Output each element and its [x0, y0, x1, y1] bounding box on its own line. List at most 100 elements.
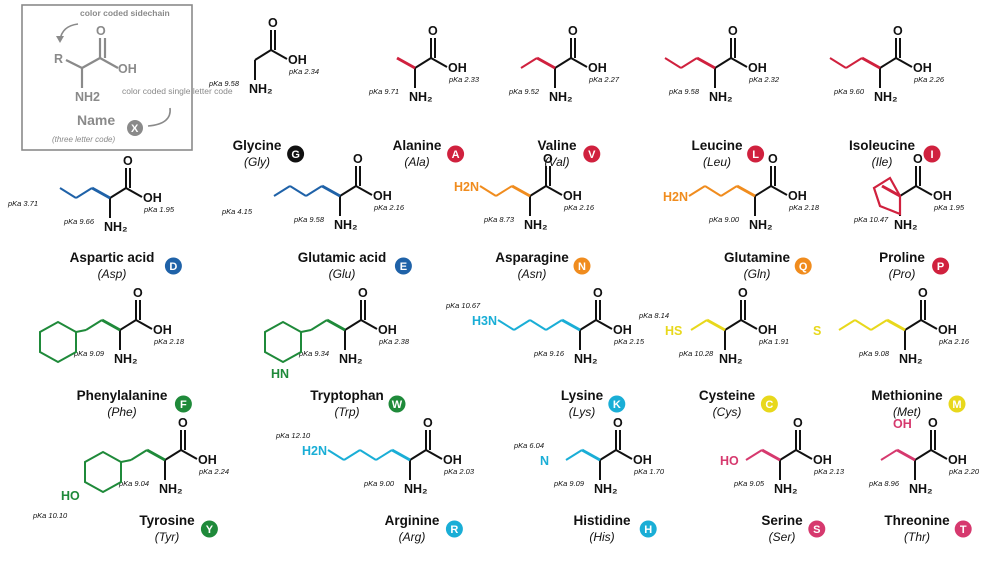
bond-hydroxyl [895, 57, 913, 68]
pka-amine: pKa 9.34 [298, 349, 329, 358]
bond-hydroxyl [545, 185, 563, 196]
amino-acid-name: Glutamine [724, 250, 791, 265]
sidechain-label: H2N [663, 190, 688, 204]
bond-alpha-carboxyl [599, 449, 617, 461]
pka-acid: pKa 1.70 [633, 467, 665, 476]
amine-label: NH₂ [594, 482, 618, 496]
pka-sidechain: pKa 12.10 [275, 431, 311, 440]
sidechain-bond [495, 185, 513, 197]
three-letter-code: (Gly) [244, 155, 270, 169]
aromatic-ring [264, 320, 302, 364]
bond-alpha-carboxyl [899, 185, 917, 197]
pka-acid: pKa 2.15 [613, 337, 645, 346]
sidechain-label: HS [665, 324, 682, 338]
carbonyl-oxygen: O [123, 154, 133, 168]
amino-acid-name: Threonine [884, 513, 950, 528]
hydroxyl-label: OH [948, 453, 967, 467]
single-letter-code: N [578, 261, 586, 273]
three-letter-code: (Asp) [98, 267, 127, 281]
sidechain-bond [321, 184, 341, 198]
pka-acid: pKa 2.24 [198, 467, 229, 476]
three-letter-code: (Trp) [334, 405, 359, 419]
sidechain-label: S [813, 324, 821, 338]
sidechain-bond [880, 449, 898, 461]
single-letter-code: T [960, 524, 967, 536]
sidechain-bond [375, 449, 393, 461]
three-letter-code: (Tyr) [155, 530, 179, 544]
hydroxyl-label: OH [748, 61, 767, 75]
single-letter-badge [954, 520, 972, 538]
three-letter-code: (Met) [893, 405, 921, 419]
legend-badge [127, 120, 143, 136]
pka-amine: pKa 9.05 [733, 479, 765, 488]
single-letter-badge [948, 395, 966, 413]
bond-alpha-carboxyl [414, 57, 432, 69]
pka-acid: pKa 2.27 [588, 75, 620, 84]
bond-alpha-carboxyl [529, 185, 547, 197]
sidechain-bond [881, 184, 901, 198]
amine-label: NH₂ [874, 90, 898, 104]
single-letter-badge [923, 145, 941, 163]
bond-hydroxyl [730, 57, 748, 68]
amine-label: NH₂ [909, 482, 933, 496]
amino-acid-name: Alanine [393, 138, 442, 153]
three-letter-code: (Asn) [518, 267, 547, 281]
sidechain-bond [581, 448, 601, 462]
sidechain-bond [854, 319, 872, 331]
hydroxyl-label: OH [378, 323, 397, 337]
amino-acid-name: Proline [879, 250, 925, 265]
bond-alpha-carboxyl [754, 185, 772, 197]
sidechain-bond [391, 448, 411, 462]
amine-label: NH₂ [409, 90, 433, 104]
pka-acid: pKa 2.16 [938, 337, 970, 346]
three-letter-code: (Val) [545, 155, 570, 169]
sidechain-bond [688, 185, 706, 197]
bond-hydroxyl [135, 319, 153, 330]
sidechain-bond [479, 185, 497, 197]
single-letter-code: D [169, 261, 177, 273]
amine-label: NH₂ [334, 218, 358, 232]
amine-label: NH₂ [104, 220, 128, 234]
hydroxyl-label: OH [588, 61, 607, 75]
sidechain-bond [870, 319, 888, 331]
sidechain-bond [845, 57, 863, 69]
legend-arrow-letter [147, 107, 171, 127]
sidechain-bond [289, 185, 307, 197]
single-letter-badge [639, 520, 657, 538]
sidechain-bond [130, 449, 148, 461]
three-letter-code: (Lys) [569, 405, 595, 419]
pka-amine: pKa 8.73 [483, 215, 515, 224]
pka-acid: pKa 2.03 [443, 467, 475, 476]
sidechain-bond [886, 318, 906, 332]
carbonyl-oxygen: O [593, 286, 603, 300]
carbonyl-oxygen: O [353, 152, 363, 166]
single-letter-badge [808, 520, 826, 538]
amino-acid-name: Asparagine [495, 250, 569, 265]
hydroxyl-label: OH [198, 453, 217, 467]
pka-amine: pKa 9.71 [368, 87, 399, 96]
sidechain-bond [359, 449, 377, 461]
single-letter-code: W [392, 399, 403, 411]
bond-alpha-carboxyl [119, 319, 137, 331]
sidechain-bond [745, 449, 763, 461]
aromatic-ring [39, 320, 77, 364]
three-letter-code: (Phe) [107, 405, 136, 419]
hydroxyl-label: OH [443, 453, 462, 467]
legend-three-letter-note: (three letter code) [52, 135, 115, 144]
single-letter-badge [164, 257, 182, 275]
sidechain-bond [561, 318, 581, 332]
bond-hydroxyl [180, 449, 198, 460]
single-letter-code: S [813, 524, 820, 536]
amine-label: NH₂ [404, 482, 428, 496]
pka-acid: pKa 2.16 [373, 203, 405, 212]
bond-hydroxyl [615, 449, 633, 460]
sidechain-bond [305, 185, 323, 197]
